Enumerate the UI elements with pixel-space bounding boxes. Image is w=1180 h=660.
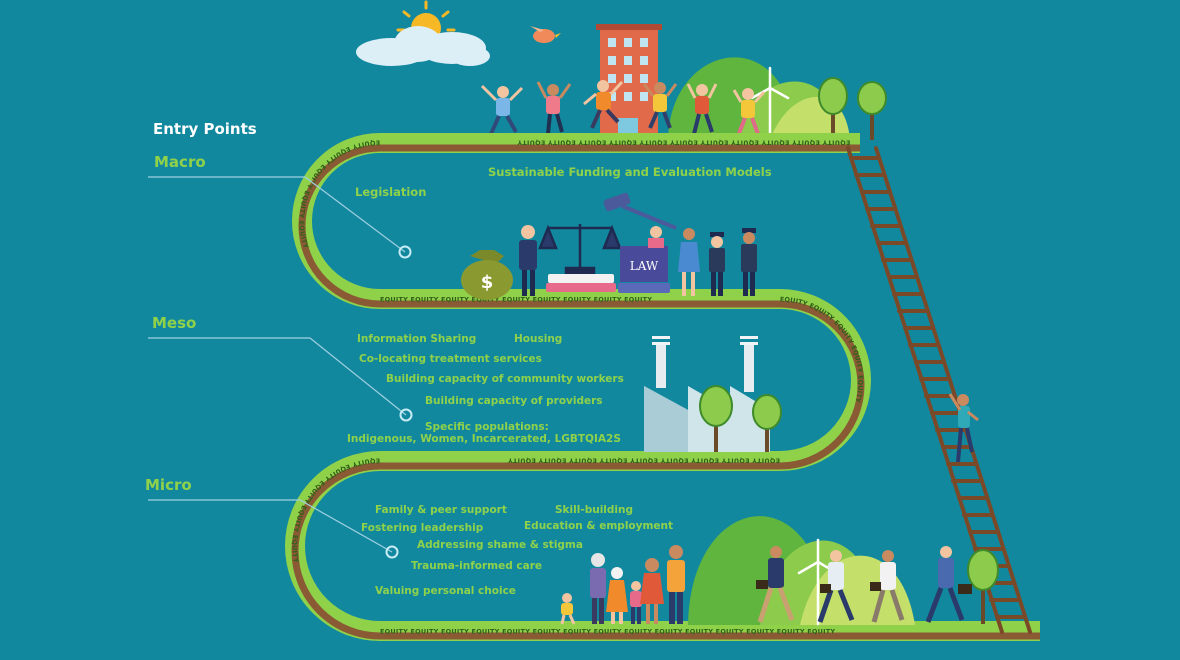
shame-stigma-text: Addressing shame & stigma (417, 539, 583, 551)
community-workers-text: Building capacity of community workers (386, 373, 624, 385)
celebrating-people (480, 80, 766, 137)
tree-icon (967, 549, 999, 624)
svg-text:EQUITY EQUITY EQUITY EQUITY EQ: EQUITY EQUITY EQUITY EQUITY EQUITY EQUIT… (380, 296, 652, 304)
fostering-leadership-text: Fostering leadership (361, 522, 484, 534)
education-employment-text: Education & employment (524, 520, 673, 532)
information-sharing-text: Information Sharing (357, 333, 476, 345)
tree-icon (857, 81, 887, 140)
book-stack (546, 274, 616, 292)
wind-turbine-icon (797, 538, 839, 626)
wind-turbine-icon (750, 66, 790, 142)
law-podium: LAW (618, 246, 670, 293)
scales-of-justice-icon (538, 224, 622, 275)
family-peer-text: Family & peer support (375, 504, 507, 516)
specific-populations-list: Indigenous, Women, Incarcerated, LGBTQIA… (347, 433, 621, 445)
commuters (756, 546, 972, 623)
personal-choice-text: Valuing personal choice (375, 585, 516, 597)
meso-label: Meso (152, 314, 196, 332)
trauma-informed-text: Trauma-informed care (411, 560, 542, 572)
macro-marker (398, 245, 412, 259)
micro-marker (385, 545, 399, 559)
micro-label: Micro (145, 476, 192, 494)
tree-icon (699, 385, 733, 452)
woman-figure (678, 228, 700, 296)
gavel-icon (603, 192, 677, 230)
climber-figure (948, 393, 979, 463)
dollar-sign: $ (481, 272, 494, 293)
specific-populations-title: Specific populations: (425, 421, 549, 433)
police-officer-figure (741, 228, 757, 296)
providers-text: Building capacity of providers (425, 395, 603, 407)
winding-path (285, 133, 1040, 641)
legislation-text: Legislation (355, 185, 426, 199)
tree-icon (752, 394, 782, 452)
judge-figure (648, 226, 664, 248)
police-officer-figure (709, 232, 725, 296)
leader-lines (148, 176, 407, 553)
skill-building-text: Skill-building (555, 504, 633, 516)
bird-icon (530, 26, 561, 43)
svg-text:EQUITY EQUITY EQUITY EQUITY EQ: EQUITY EQUITY EQUITY EQUITY EQUITY EQUIT… (517, 139, 850, 147)
cloud-icon (356, 26, 490, 66)
entry-points-title: Entry Points (153, 120, 257, 138)
lawyer-figure (519, 225, 537, 296)
meso-marker (399, 408, 413, 422)
family-group (560, 545, 685, 625)
building (596, 24, 662, 140)
svg-text:EQUITY EQUITY EQUITY EQUITY EQ: EQUITY EQUITY EQUITY EQUITY EQUITY EQUIT… (380, 628, 835, 636)
money-bag-icon: $ (461, 250, 513, 300)
macro-label: Macro (154, 153, 206, 171)
co-locating-text: Co-locating treatment services (359, 353, 542, 365)
svg-text:EQUITY EQUITY EQUITY EQUITY EQ: EQUITY EQUITY EQUITY EQUITY EQUITY EQUIT… (508, 457, 780, 465)
housing-text: Housing (514, 333, 562, 345)
sustainable-funding-text: Sustainable Funding and Evaluation Model… (488, 165, 772, 179)
top-hills (668, 57, 850, 140)
law-sign-text: LAW (630, 259, 659, 273)
tree-icon (818, 77, 848, 140)
